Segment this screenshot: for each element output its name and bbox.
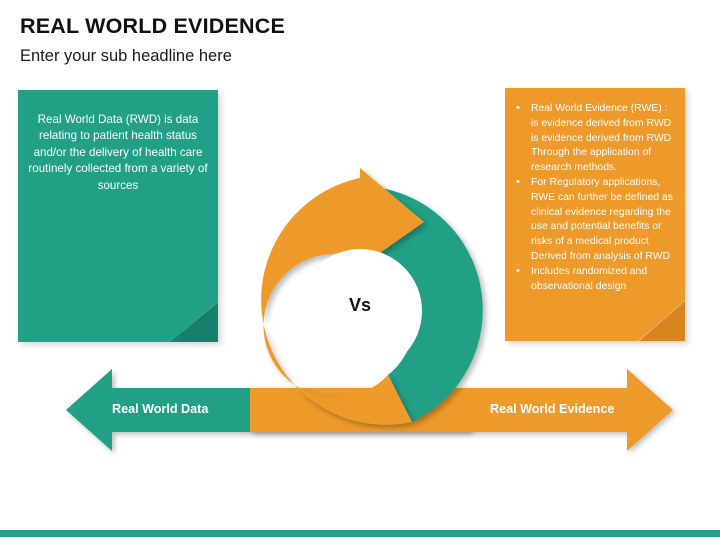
page-subtitle: Enter your sub headline here xyxy=(20,47,232,65)
right-note-card-fold-corner xyxy=(639,301,685,341)
arrow-label-real-world-data: Real World Data xyxy=(112,402,209,416)
right-note-bullet-list: Real World Evidence (RWE) : is evidence … xyxy=(513,101,677,295)
list-item: Real World Evidence (RWE) : is evidence … xyxy=(516,101,677,176)
left-note-card[interactable]: Real World Data (RWD) is data relating t… xyxy=(18,90,221,345)
cycle-center-label: Vs xyxy=(348,295,372,315)
right-note-card-text: Real World Evidence (RWE) : is evidence … xyxy=(505,88,685,294)
right-note-card[interactable]: Real World Evidence (RWE) : is evidence … xyxy=(505,88,688,344)
left-note-card-body xyxy=(18,90,218,342)
list-item: Includes randomized and observational de… xyxy=(516,264,677,295)
arrow-label-real-world-evidence: Real World Evidence xyxy=(490,402,615,416)
left-note-card-text: Real World Data (RWD) is data relating t… xyxy=(28,113,208,192)
page-title: REAL WORLD EVIDENCE xyxy=(20,14,286,38)
list-item: For Regulatory applications, RWE can fur… xyxy=(516,175,677,265)
left-note-card-fold-corner xyxy=(170,302,218,342)
bottom-accent-bar xyxy=(0,530,720,537)
